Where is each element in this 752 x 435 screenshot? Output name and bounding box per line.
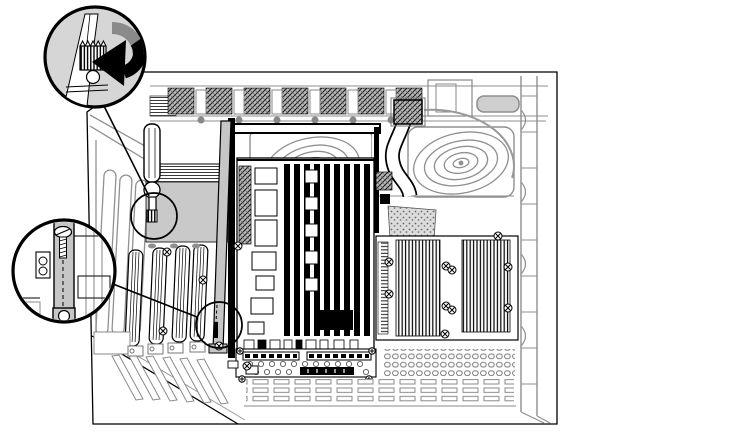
wide-connector <box>300 367 354 375</box>
bezel-edge <box>89 125 147 161</box>
cable-body <box>386 120 416 198</box>
board-block <box>318 310 334 330</box>
thumbscrew <box>146 209 158 223</box>
bracket-tops <box>127 341 206 357</box>
side-rails <box>520 76 551 424</box>
highlight-circle-bracket-screw <box>195 301 243 349</box>
cable-connector-frame <box>390 97 426 127</box>
edge-connector <box>238 165 252 245</box>
dimm-pads <box>304 169 319 292</box>
chip-column <box>247 167 278 335</box>
mounting-hole <box>57 309 71 320</box>
vent-grid <box>383 349 515 376</box>
right-fan <box>412 131 510 195</box>
connector-strip <box>306 351 372 361</box>
corner-louvers <box>91 331 246 425</box>
cage-top-band <box>233 123 381 134</box>
leader-line-bottom <box>112 283 198 318</box>
handle-pill <box>476 95 520 113</box>
thumbscrew-serration <box>79 39 107 48</box>
rotation-arrow-body <box>121 38 144 79</box>
hatched-connector-blocks <box>167 87 423 115</box>
pci-guides <box>124 241 243 347</box>
board-socket <box>380 194 390 204</box>
callout-bracket-screw <box>11 218 117 324</box>
heatsink <box>375 231 519 341</box>
callout-rotate-thumbscrew <box>43 5 147 109</box>
shelf-bracket <box>427 79 473 117</box>
louvers <box>246 379 514 404</box>
side-connector <box>375 171 393 191</box>
panel-screw-row <box>148 243 200 249</box>
slotted-screw <box>53 225 73 259</box>
corner-block <box>93 331 131 355</box>
structure-box <box>77 275 111 299</box>
fin-bank-right <box>461 239 511 333</box>
cage-left-wall <box>228 118 235 358</box>
ribbon-cable <box>380 97 515 204</box>
fin-bank-left <box>395 239 441 337</box>
bezel-edge <box>89 114 153 151</box>
thumbscrew-tip <box>85 69 101 85</box>
rotation-arrow-head-icon <box>92 40 126 86</box>
post-feet <box>197 116 395 124</box>
board-block <box>340 310 353 330</box>
thermal-block <box>387 205 437 241</box>
system-board <box>236 157 393 353</box>
bracket-screw <box>214 322 218 338</box>
leader-line-top <box>101 101 150 197</box>
ribbon-fold <box>157 163 221 183</box>
cable-connector <box>393 99 423 125</box>
board-bottom-row <box>243 339 359 350</box>
pin-column <box>377 241 389 335</box>
io-panel <box>227 347 377 383</box>
aux-port <box>227 360 239 369</box>
shelf-bracket-inner <box>435 83 457 113</box>
highlight-circle-thumbscrew <box>130 192 178 240</box>
panel-ledge <box>65 84 109 93</box>
driver-rod <box>143 123 161 223</box>
